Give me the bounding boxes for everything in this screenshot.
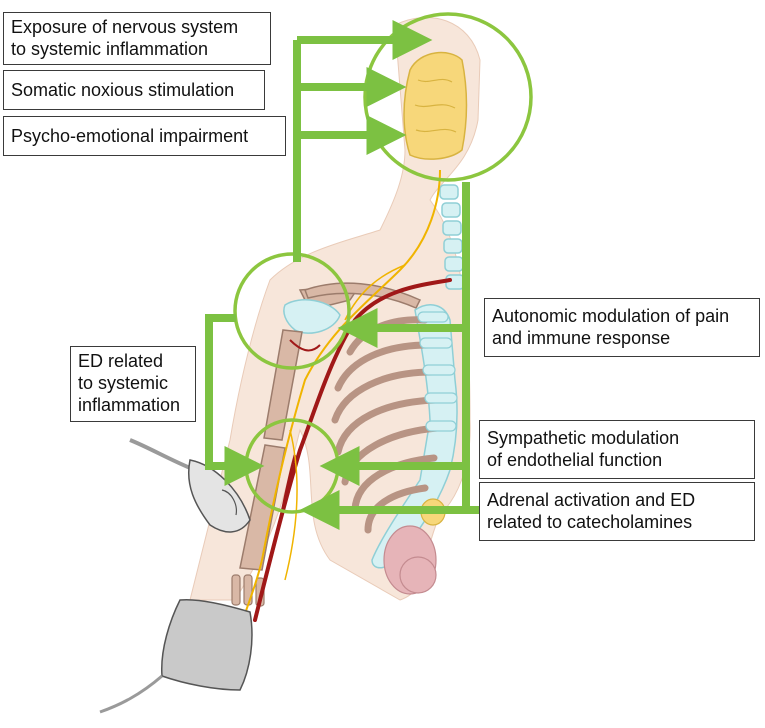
brain-folds — [414, 78, 457, 133]
ed-systemic-label-line-3: inflammation — [78, 395, 181, 415]
autonomic-label: Autonomic modulation of pain and immune … — [484, 298, 760, 357]
sympathetic-label: Sympathetic modulation of endothelial fu… — [479, 420, 755, 479]
blood-pressure-cuff-icon — [99, 598, 253, 714]
humerus — [263, 329, 303, 441]
rib-cartilage — [417, 311, 458, 432]
shoulder-to-arm-loop — [205, 314, 265, 486]
connectors — [205, 20, 486, 530]
ed-systemic-label-line-2: to systemic — [78, 373, 169, 393]
exposure-label-line-1: Exposure of nervous system — [11, 17, 239, 37]
adrenal-label: Adrenal activation and ED related to cat… — [479, 482, 755, 541]
somatic-label-line-1: Somatic noxious stimulation — [11, 80, 235, 100]
ultrasound-probe-icon — [129, 438, 251, 533]
autonomic-label-line-1: Autonomic modulation of pain — [492, 306, 730, 326]
adrenal-label-line-2: related to catecholamines — [487, 512, 693, 532]
clavicle — [304, 282, 422, 309]
psycho-label-line-1: Psycho-emotional impairment — [11, 126, 249, 146]
somatic-label: Somatic noxious stimulation — [3, 70, 265, 110]
radius-ulna — [239, 444, 286, 571]
shoulder-cartilage — [283, 299, 341, 334]
autonomic-label-line-2: and immune response — [492, 328, 671, 348]
adrenal-label-line-1: Adrenal activation and ED — [487, 490, 696, 510]
artery-branch-2 — [289, 339, 321, 352]
kidney-lower — [399, 556, 437, 594]
psycho-label: Psycho-emotional impairment — [3, 116, 286, 156]
ed-systemic-label-line-1: ED related — [78, 351, 164, 371]
exposure-label: Exposure of nervous system to systemic i… — [3, 12, 271, 65]
nerve-trunk — [239, 169, 441, 631]
exposure-label-line-2: to systemic inflammation — [11, 39, 209, 59]
ed-systemic-label: ED related to systemic inflammation — [70, 346, 196, 422]
sympathetic-label-line-2: of endothelial function — [487, 450, 663, 470]
brain-focus-circle — [363, 12, 533, 182]
sympathetic-label-line-1: Sympathetic modulation — [487, 428, 680, 448]
